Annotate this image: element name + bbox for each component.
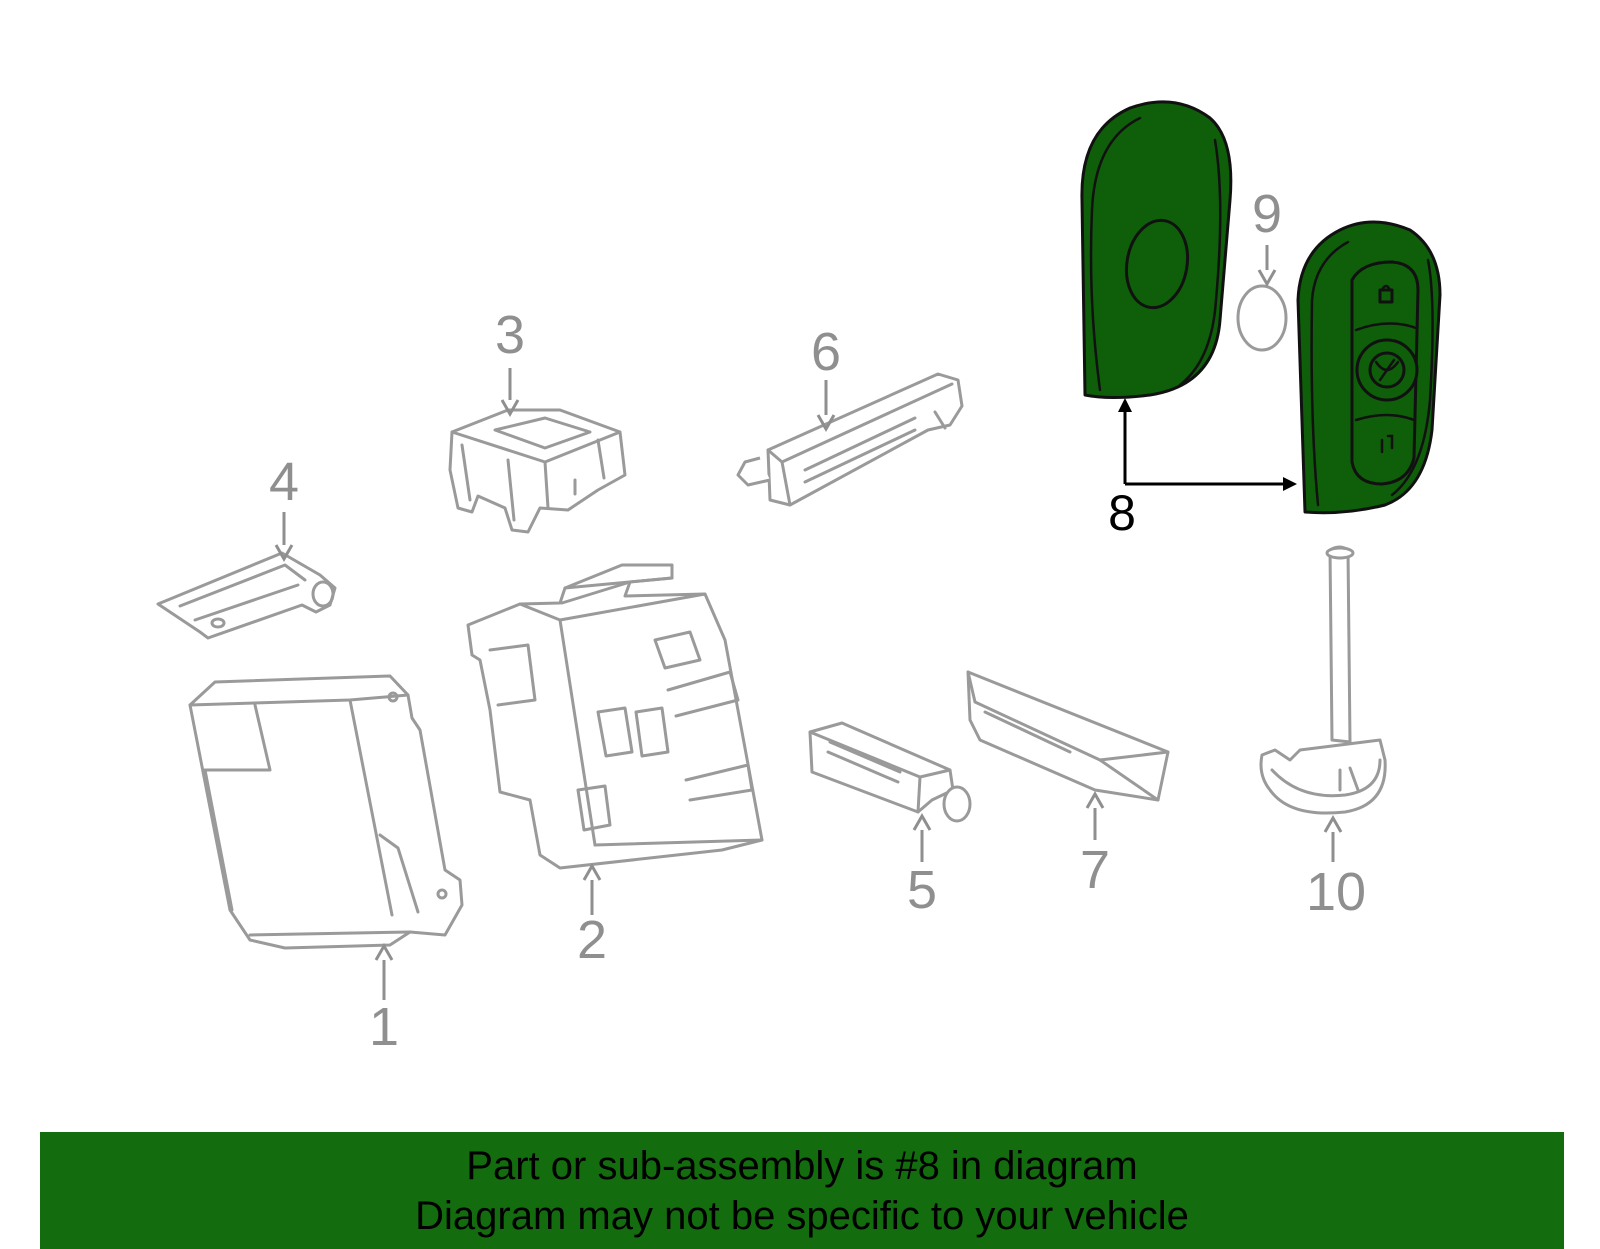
part-2-bracket-module[interactable] [466,563,764,870]
banner-line-1: Part or sub-assembly is #8 in diagram [466,1143,1138,1188]
callout-7: 7 [1080,840,1110,900]
info-banner: Part or sub-assembly is #8 in diagram Di… [40,1132,1564,1249]
leader-lines [274,245,1343,1000]
callout-9: 9 [1252,184,1282,244]
callout-3: 3 [495,305,525,365]
callout-8: 8 [1108,485,1136,541]
callout-1: 1 [369,997,399,1057]
callout-6: 6 [811,322,841,382]
part-6-antenna-bar[interactable] [736,372,964,507]
part-5-antenna-module[interactable] [808,721,972,823]
callout-10: 10 [1306,862,1366,922]
part-8-fob-cover[interactable] [1080,100,1233,399]
part-10-key-blade[interactable] [1259,545,1387,815]
callout-5: 5 [907,860,937,920]
part-3-relay-module[interactable] [448,408,627,534]
callout-2: 2 [577,910,607,970]
callout-4: 4 [269,452,299,512]
parts-diagram: 1 2 3 4 5 6 7 8 9 10 [156,100,1442,1057]
part-8-fob-buttons[interactable] [1296,220,1442,515]
part-7-wedge[interactable] [966,670,1170,802]
callout-8-leader [1118,398,1297,491]
part-1-module[interactable] [188,674,464,950]
part-4-antenna[interactable] [156,551,337,640]
banner-line-2: Diagram may not be specific to your vehi… [415,1193,1189,1238]
part-9-ring[interactable] [1236,284,1288,352]
